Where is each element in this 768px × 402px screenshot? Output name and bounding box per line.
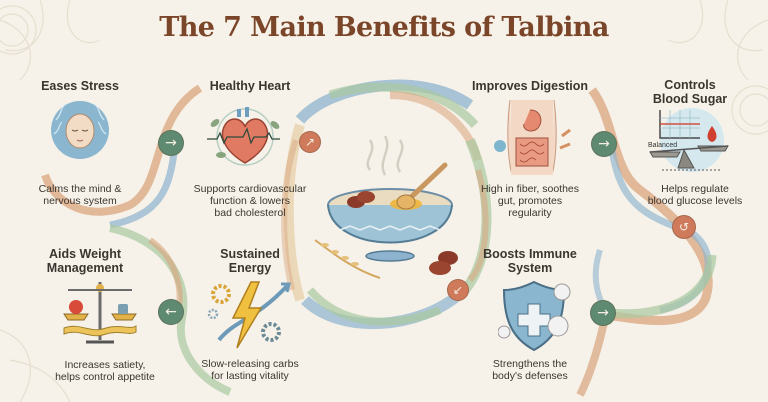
benefit-title: Eases Stress — [41, 79, 119, 93]
benefit-healthy-heart: Healthy Heart — [180, 79, 320, 93]
benefit-title: Boosts Immune — [483, 247, 577, 261]
arrow-down-left-icon: ↙ — [447, 279, 469, 301]
balanced-label: Balanced — [648, 142, 677, 149]
benefit-improves-digestion-desc: High in fiber, soothes gut, promotes reg… — [480, 183, 580, 219]
benefit-title: Aids Weight — [49, 247, 121, 261]
balance-scale-blood-drop-icon: Balanced — [648, 108, 729, 172]
benefit-sustained-energy: Sustained Energy — [195, 247, 305, 275]
benefit-title: Management — [46, 261, 124, 275]
benefit-boosts-immune-system: Boosts Immune System — [470, 247, 590, 275]
arrow-right-icon: → — [590, 300, 616, 326]
benefit-title: Improves Digestion — [472, 79, 588, 93]
benefit-controls-blood-sugar-desc: Helps regulate blood glucose levels — [647, 183, 743, 207]
page-title: The 7 Main Benefits of Talbina — [159, 12, 609, 43]
arrow-right-icon: → — [591, 131, 617, 157]
benefit-healthy-heart-desc: Supports cardiovascular function & lower… — [193, 183, 307, 219]
benefit-title: Blood Sugar — [652, 92, 728, 106]
benefit-eases-stress-desc: Calms the mind & nervous system — [38, 183, 122, 207]
benefit-boosts-immune-system-desc: Strengthens the body's defenses — [492, 358, 568, 382]
talbina-bowl-icon — [314, 135, 458, 279]
benefit-title: System — [507, 261, 553, 275]
loop-arrow-icon: ↺ — [672, 215, 696, 239]
arrow-left-icon: ← — [158, 299, 184, 325]
digestive-system-icon — [494, 100, 571, 175]
benefit-title: Energy — [228, 261, 272, 275]
benefit-controls-blood-sugar: Controls Blood Sugar — [630, 78, 750, 106]
arrow-right-icon: → — [158, 130, 184, 156]
shield-cross-icon — [498, 280, 571, 352]
benefit-eases-stress: Eases Stress — [20, 79, 140, 93]
scale-apple-tape-icon — [63, 282, 137, 344]
heart-icon — [207, 107, 280, 166]
benefit-improves-digestion: Improves Digestion — [460, 79, 600, 93]
benefit-sustained-energy-desc: Slow-releasing carbs for lasting vitalit… — [201, 358, 299, 382]
benefit-title: Sustained — [220, 247, 280, 261]
arrow-up-right-icon: ↗ — [299, 131, 321, 153]
calm-face-icon — [51, 101, 109, 159]
benefit-aids-weight-management-desc: Increases satiety, helps control appetit… — [55, 359, 155, 383]
lightning-gears-icon — [207, 281, 291, 349]
benefit-aids-weight-management: Aids Weight Management — [30, 247, 140, 275]
benefit-title: Controls — [664, 78, 716, 92]
benefit-title: Healthy Heart — [209, 79, 291, 93]
